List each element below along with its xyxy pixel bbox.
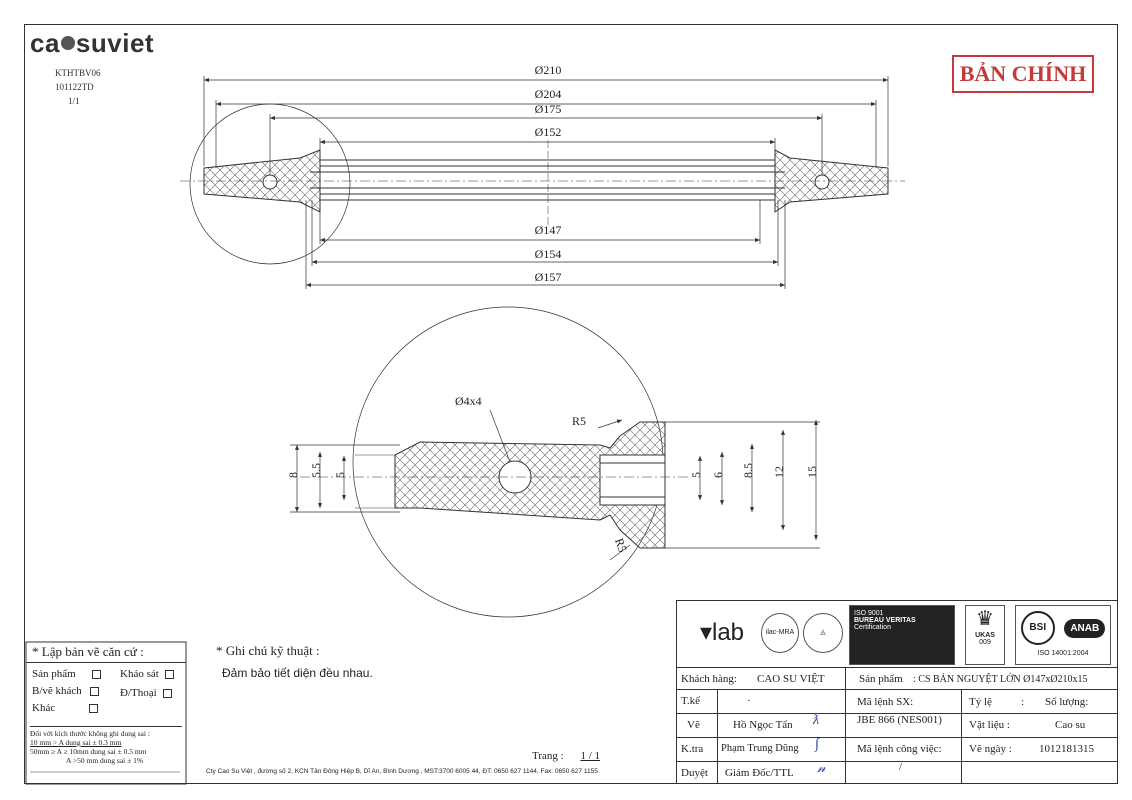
customer-value: CAO SU VIỆT <box>757 673 825 685</box>
signature-checker-icon: ∫ <box>815 737 819 752</box>
dim-d210: Ø210 <box>535 63 562 77</box>
original-stamp: BẢN CHÍNH <box>952 55 1094 93</box>
approver-label: Duyệt <box>681 767 708 779</box>
doc-date: 101122TD <box>55 82 94 92</box>
material-label: Vật liệu : <box>969 719 1010 731</box>
page-indicator: Trang : 1 / 1 <box>532 750 600 762</box>
checkbox-icon[interactable] <box>89 686 99 696</box>
left-hole <box>262 174 278 190</box>
company-address: Cty Cao Su Việt , đường số 2, KCN Tân Đô… <box>206 768 600 775</box>
dim-d175: Ø175 <box>535 102 562 116</box>
tech-notes-text: Đảm bảo tiết diện đều nhau. <box>222 666 373 680</box>
sheet-border <box>24 24 1118 784</box>
ukas-logo: ♛ UKAS 009 <box>965 605 1005 665</box>
quantity-label: Số lượng: <box>1045 696 1089 708</box>
dim-right-12: 12 <box>772 466 786 478</box>
scale-label: Tỷ lệ <box>969 696 992 708</box>
scale-separator: : <box>1021 696 1025 708</box>
tech-notes-title: * Ghi chú kỹ thuật : <box>216 643 320 658</box>
dim-left-5-5: 5.5 <box>309 463 323 478</box>
drawer-label: Vẽ <box>687 719 700 731</box>
product-label: Sản phẩm <box>859 673 903 685</box>
basis-survey[interactable]: Khảo sát <box>120 668 174 680</box>
accreditation-seal-icon: ◬ <box>803 613 843 653</box>
drawing-basis: * Lập bản vẽ căn cứ : <box>26 642 186 782</box>
designer-value: · <box>747 695 751 707</box>
crown-icon: ♛ <box>976 608 994 630</box>
basis-phone[interactable]: Đ/Thoại <box>120 687 172 699</box>
bureau-veritas-logo: ISO 9001 BUREAU VERITAS Certification <box>849 605 955 665</box>
dim-d157: Ø157 <box>535 270 562 284</box>
basis-other[interactable]: Khác <box>32 702 99 714</box>
detail-view <box>290 306 820 618</box>
dim-right-8-5: 8.5 <box>741 463 755 478</box>
doc-code: KTHTBV06 <box>55 68 101 78</box>
material-value: Cao su <box>1055 719 1086 731</box>
designer-label: T.kế <box>681 695 701 707</box>
checkbox-icon[interactable] <box>164 669 174 679</box>
signature-approver-icon: 𝓃 <box>817 761 826 776</box>
product-value: : CS BẢN NGUYỆT LỚN Ø147xØ210x15 <box>913 674 1088 685</box>
dim-right-6: 6 <box>711 472 725 478</box>
title-block: ▾lab ilac-MRA ◬ ISO 9001 BUREAU VERITAS … <box>676 600 1118 784</box>
job-order-label: Mã lệnh công việc: <box>857 743 942 755</box>
right-hole <box>814 174 830 190</box>
signature-drawer-icon: ƛ <box>813 713 820 728</box>
basis-product[interactable]: Sản phẩm <box>32 668 101 680</box>
dim-right-15: 15 <box>805 466 819 478</box>
checker-value: Phạm Trung Dũng <box>721 743 799 754</box>
checkbox-icon[interactable] <box>89 703 99 713</box>
dim-d147: Ø147 <box>535 223 562 237</box>
top-view <box>180 76 905 289</box>
draw-date-value: 1012181315 <box>1039 743 1094 755</box>
production-order-value: JBE 866 (NES001) <box>857 714 942 726</box>
radius-top-label: R5 <box>572 414 586 428</box>
checkbox-icon[interactable] <box>91 669 101 679</box>
bsi-anab-logo: BSI ANAB ISO 14001:2004 <box>1015 605 1111 665</box>
checkbox-icon[interactable] <box>162 688 172 698</box>
body-section <box>319 159 776 201</box>
hole-label: Ø4x4 <box>455 394 482 408</box>
draw-date-label: Vẽ ngày : <box>969 743 1012 755</box>
basis-customer-drawing[interactable]: B/vẽ khách <box>32 685 99 697</box>
dim-d154: Ø154 <box>535 247 562 261</box>
tolerance-note: Đối với kích thước không ghi dung sai : … <box>30 726 182 765</box>
dim-d204: Ø204 <box>535 87 562 101</box>
customer-label: Khách hàng: <box>681 673 737 685</box>
dim-left-5: 5 <box>333 472 347 478</box>
dim-left-8: 8 <box>286 472 300 478</box>
job-order-value: / <box>899 761 903 773</box>
drawer-value: Hồ Ngọc Tấn <box>733 719 793 731</box>
lab-logo: ▾lab <box>699 619 745 646</box>
dim-d152: Ø152 <box>535 125 562 139</box>
approver-value: Giám Đốc/TTL <box>725 767 794 779</box>
radius-bottom-label: R5 <box>612 536 630 554</box>
dim-right-5: 5 <box>689 472 703 478</box>
logo-dot-icon <box>60 36 75 51</box>
production-order-label: Mã lệnh SX: <box>857 696 914 708</box>
basis-title: * Lập bản vẽ căn cứ : <box>26 642 186 663</box>
checker-label: K.tra <box>681 743 704 755</box>
doc-sheet: 1/1 <box>68 96 80 106</box>
ilac-logo: ilac-MRA <box>761 613 799 653</box>
